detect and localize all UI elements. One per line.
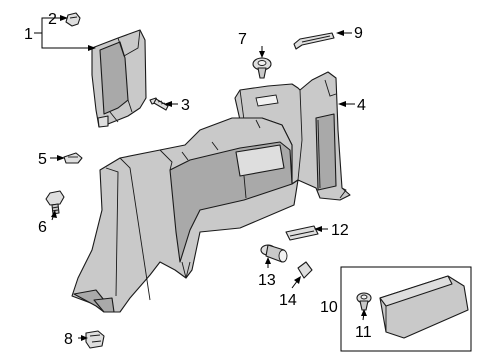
detail-inset (340, 266, 472, 352)
callout-8: 8 (64, 331, 73, 348)
push-pin (252, 57, 272, 79)
cap (297, 261, 313, 279)
callout-5: 5 (38, 151, 47, 168)
quarter-lower-trim (71, 117, 299, 313)
callout-11: 11 (355, 324, 372, 341)
retainer-clip (63, 152, 83, 164)
screw (149, 97, 169, 111)
callout-4: 4 (357, 97, 366, 114)
upper-pillar-trim-panel (91, 29, 147, 128)
quarter-upper-trim (234, 71, 351, 201)
strap (293, 32, 335, 50)
callout-2: 2 (48, 11, 57, 28)
power-socket (260, 244, 288, 263)
cover-plate (285, 225, 319, 241)
callout-13: 13 (258, 272, 276, 289)
callout-9: 9 (354, 25, 363, 42)
retaining-clip (65, 12, 81, 27)
callout-10: 10 (320, 299, 338, 316)
leader-lines (34, 15, 367, 341)
callout-7: 7 (238, 31, 247, 48)
callout-6: 6 (38, 219, 47, 236)
callout-1: 1 (24, 26, 33, 43)
callout-3: 3 (181, 97, 190, 114)
bottom-clip (85, 330, 105, 349)
callout-labels: 1 2 3 4 5 6 7 8 9 10 11 12 13 14 (24, 11, 372, 348)
callout-14: 14 (279, 292, 297, 309)
callout-12: 12 (331, 222, 349, 239)
bolt (45, 190, 65, 215)
